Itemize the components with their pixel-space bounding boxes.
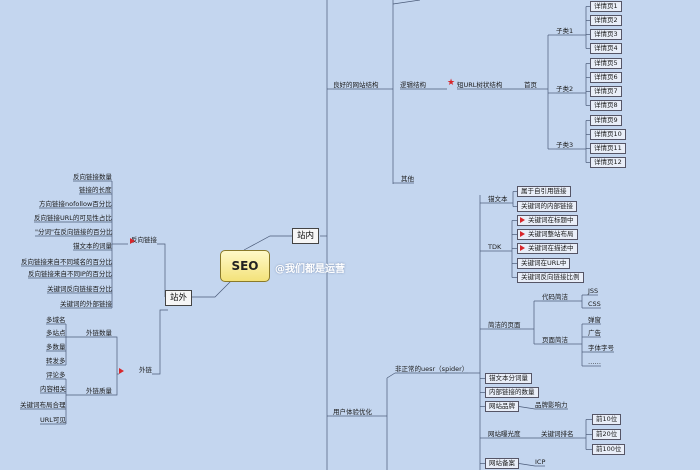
label-zilei: 子类2 <box>556 85 574 93</box>
label-spider: 非正常的uesr（spider） <box>395 365 469 373</box>
label-luoji-jiegou: 逻辑结构 <box>400 81 426 89</box>
tdk-item-box: 关键词整站布局 <box>517 229 578 240</box>
red-flag-icon <box>520 217 525 223</box>
fanxiang-item: 关键词反向链接百分比 <box>47 285 112 293</box>
fanxiang-item: 反向链接来自不同域名的百分比 <box>21 258 112 266</box>
paiming-item-box: 前100位 <box>592 444 626 455</box>
connector-line <box>518 463 536 467</box>
icp-label: ICP <box>535 458 546 466</box>
detail-page-box: 详情页2 <box>590 15 622 26</box>
daima-item: CSS <box>588 300 601 308</box>
yemian-item: 广告 <box>588 329 601 337</box>
label-zilei: 子类3 <box>556 141 574 149</box>
paiming-item-box: 前10位 <box>592 414 622 425</box>
pinpai-child: 品牌影响力 <box>535 401 568 409</box>
connector-line <box>392 0 421 5</box>
connector-line <box>112 336 118 396</box>
label-tdk: TDK <box>488 243 502 251</box>
label-baoguang: 网站曝光度 <box>488 430 521 438</box>
watermark: @我们都是运营 <box>275 264 345 275</box>
wailian-zhiliang-item: URL可见 <box>40 416 66 424</box>
beian-box: 网站备案 <box>485 458 519 469</box>
fanxiang-item: 锚文本的词量 <box>73 242 112 250</box>
label-wailian-shuliang: 外链数量 <box>86 329 112 337</box>
connector-line <box>157 243 166 297</box>
connector-line <box>190 279 233 298</box>
label-qita: 其他 <box>401 175 414 183</box>
tdk-item-box: 关键词在标题中 <box>517 215 578 226</box>
detail-page-box: 详情页7 <box>590 86 622 97</box>
wailian-shuliang-item: 多站点 <box>46 329 66 337</box>
connector-line <box>518 406 536 410</box>
detail-page-box: 详情页6 <box>590 72 622 83</box>
detail-page-box: 详情页1 <box>590 1 622 12</box>
daima-item: JSS <box>588 287 599 295</box>
tiyan-other-box: 内部链接的数量 <box>485 387 539 398</box>
fanxiang-item: "分词"在反向链接的百分比 <box>35 228 113 236</box>
maowenben-item-box: 属于自引用链接 <box>517 186 571 197</box>
red-flag-icon <box>520 245 525 251</box>
branch-zhanwai: 站外 <box>165 290 193 306</box>
root-node-seo: SEO <box>220 250 270 282</box>
wailian-shuliang-item: 多数量 <box>46 343 66 351</box>
label-wailian: 外链 <box>139 366 152 374</box>
wailian-zhiliang-item: 评论多 <box>46 371 66 379</box>
tdk-item-box: 关键词在URL中 <box>517 258 571 269</box>
label-maowenben: 锚文本 <box>488 195 508 203</box>
red-flag-icon <box>130 238 135 244</box>
tiyan-other-box: 锚文本分词量 <box>485 373 532 384</box>
yemian-item: 弹窗 <box>588 316 601 324</box>
detail-page-box: 详情页8 <box>590 100 622 111</box>
tdk-item-box: 关键词在描述中 <box>517 243 578 254</box>
maowenben-item-box: 关键词的内部链接 <box>517 201 577 212</box>
fanxiang-item: 方向链接nofollow百分比 <box>39 200 112 208</box>
label-jianjie-yemian: 简洁的页面 <box>488 321 521 329</box>
wailian-shuliang-item: 转发多 <box>46 357 66 365</box>
label-wailian-zhiliang: 外链质量 <box>86 387 112 395</box>
detail-page-box: 详情页3 <box>590 29 622 40</box>
red-flag-icon <box>119 368 124 374</box>
yemian-item: 字体字号 <box>588 344 614 352</box>
label-yemian-jianjie: 页面简洁 <box>542 336 568 344</box>
label-shouye: 首页 <box>524 81 537 89</box>
tdk-item-box: 关键词反向链接比例 <box>517 272 584 283</box>
detail-page-box: 详情页11 <box>590 143 626 154</box>
label-short-url: 短URL树状结构 <box>457 81 503 89</box>
label-wangzhan-jiegou: 良好的网站结构 <box>333 81 379 89</box>
detail-page-box: 详情页4 <box>590 43 622 54</box>
detail-page-box: 详情页12 <box>590 157 626 168</box>
fanxiang-item: 反向链接URL的可见性占比 <box>34 214 112 222</box>
star-icon: ★ <box>447 78 456 88</box>
label-fanxiang: 反向链接 <box>131 236 157 244</box>
label-tiyan-youhua: 用户体验优化 <box>333 408 372 416</box>
connector-line <box>243 235 292 251</box>
connector-line <box>152 309 168 375</box>
detail-page-box: 详情页9 <box>590 115 622 126</box>
label-zilei: 子类1 <box>556 27 574 35</box>
detail-page-box: 详情页5 <box>590 58 622 69</box>
connector-line <box>386 372 396 379</box>
pinpai-box: 网站品牌 <box>485 401 519 412</box>
paiming-item-box: 前20位 <box>592 429 622 440</box>
detail-page-box: 详情页10 <box>590 129 626 140</box>
fanxiang-item: 链接的长度 <box>79 186 112 194</box>
fanxiang-item: 反向链接数量 <box>73 173 112 181</box>
label-paiming: 关键词排名 <box>541 430 574 438</box>
wailian-shuliang-item: 多域名 <box>46 316 66 324</box>
fanxiang-item: 反向链接来自不同IP的百分比 <box>28 270 112 278</box>
red-flag-icon <box>520 231 525 237</box>
wailian-zhiliang-item: 内容相关 <box>40 385 66 393</box>
branch-zhannei: 站内 <box>292 228 320 244</box>
yemian-item: …… <box>588 358 601 366</box>
fanxiang-item: 关键词的外部链接 <box>60 300 112 308</box>
wailian-zhiliang-item: 关键词布局合理 <box>20 401 66 409</box>
label-daima-jianjie: 代码简洁 <box>542 293 568 301</box>
